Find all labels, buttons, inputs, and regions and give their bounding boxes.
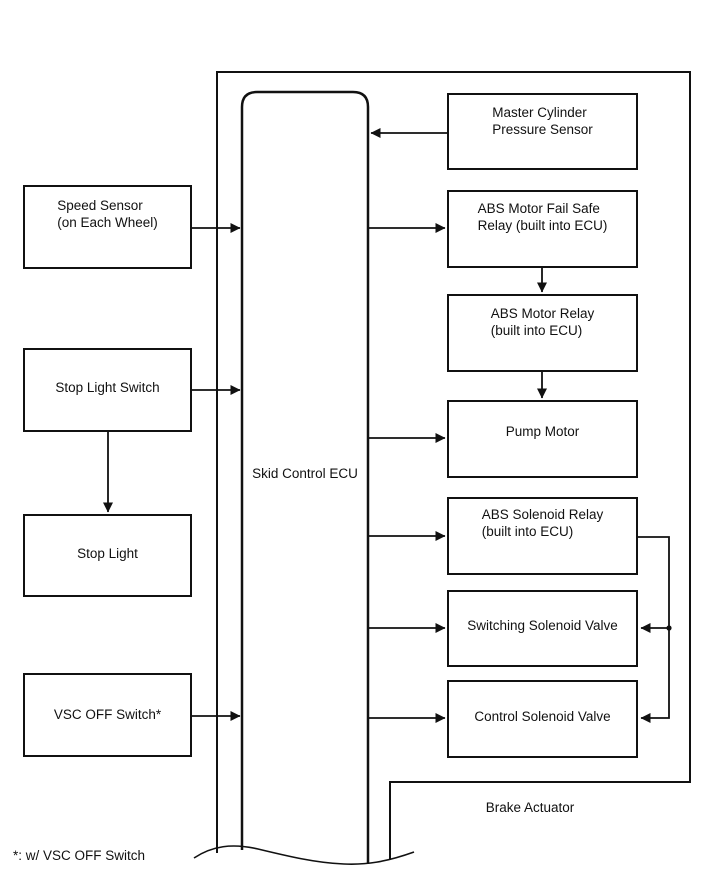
node-label: VSC OFF Switch* bbox=[53, 707, 162, 722]
node-control-solenoid-valve: Control Solenoid Valve bbox=[447, 680, 638, 758]
node-abs-solenoid-relay: ABS Solenoid Relay (built into ECU) bbox=[447, 497, 638, 575]
node-label: Control Solenoid Valve bbox=[474, 709, 611, 724]
node-stop-light: Stop Light bbox=[23, 514, 192, 597]
skid-control-ecu-label: Skid Control ECU bbox=[252, 466, 358, 481]
node-label: Switching Solenoid Valve bbox=[467, 618, 618, 633]
brake-actuator-outline bbox=[216, 71, 691, 860]
node-abs-motor-fail-safe-relay: ABS Motor Fail Safe Relay (built into EC… bbox=[447, 190, 638, 268]
junction-dot bbox=[666, 625, 672, 631]
footnote: *: w/ VSC OFF Switch bbox=[13, 848, 146, 863]
skid-control-ecu-box bbox=[240, 90, 370, 864]
node-label: Stop Light bbox=[77, 546, 138, 561]
node-label: ABS Motor Relay (built into ECU) bbox=[490, 306, 595, 338]
node-label: Master Cylinder Pressure Sensor bbox=[492, 105, 593, 137]
node-master-cylinder-pressure-sensor: Master Cylinder Pressure Sensor bbox=[447, 93, 638, 170]
node-label: Stop Light Switch bbox=[55, 380, 160, 395]
node-abs-motor-relay: ABS Motor Relay (built into ECU) bbox=[447, 294, 638, 372]
node-switching-solenoid-valve: Switching Solenoid Valve bbox=[447, 590, 638, 667]
node-pump-motor: Pump Motor bbox=[447, 400, 638, 478]
node-label: Speed Sensor (on Each Wheel) bbox=[57, 198, 158, 230]
connector-solenoid-relay-to-valves bbox=[638, 536, 672, 723]
node-vsc-off-switch: VSC OFF Switch* bbox=[23, 673, 192, 757]
node-label: Pump Motor bbox=[505, 424, 580, 439]
node-label: ABS Solenoid Relay (built into ECU) bbox=[481, 507, 604, 539]
brake-actuator-label: Brake Actuator bbox=[485, 800, 575, 815]
node-stop-light-switch: Stop Light Switch bbox=[23, 348, 192, 432]
node-label: ABS Motor Fail Safe Relay (built into EC… bbox=[477, 201, 608, 233]
tear-line bbox=[193, 845, 415, 865]
node-speed-sensor: Speed Sensor (on Each Wheel) bbox=[23, 185, 192, 269]
